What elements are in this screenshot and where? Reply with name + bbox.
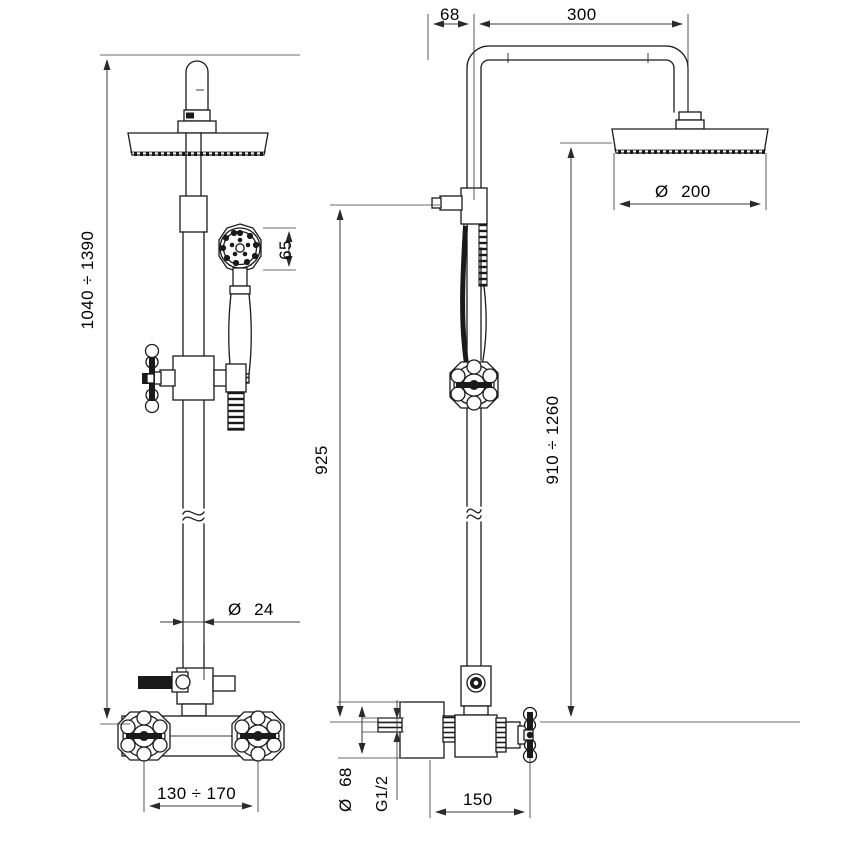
front-handle-left bbox=[142, 343, 160, 414]
dim-riser-diameter bbox=[160, 600, 300, 644]
dim-arm-projection bbox=[479, 14, 689, 112]
side-handle-right bbox=[517, 706, 538, 764]
dim-flange-diameter bbox=[338, 701, 404, 759]
dim-head-height bbox=[540, 142, 800, 723]
dim-wall-offset bbox=[427, 14, 475, 200]
dim-inlet-centres bbox=[143, 760, 259, 812]
front-shower-head bbox=[127, 132, 269, 156]
front-handset bbox=[218, 223, 262, 384]
dim-overall-height bbox=[100, 54, 300, 725]
side-mixer-body bbox=[377, 665, 538, 764]
side-handle-front bbox=[449, 359, 499, 411]
front-handle-hot bbox=[117, 710, 171, 762]
front-view bbox=[117, 60, 285, 762]
front-upper-collar bbox=[179, 195, 208, 233]
head-detail-view bbox=[611, 111, 769, 154]
dim-wall-to-head bbox=[429, 758, 531, 818]
side-shower-arm bbox=[466, 45, 689, 189]
dim-handset-face bbox=[263, 227, 296, 271]
side-upper-collar bbox=[431, 187, 488, 225]
front-diverter-body bbox=[142, 343, 247, 431]
side-riser-lower bbox=[466, 407, 482, 667]
dim-slider-height bbox=[330, 204, 440, 723]
front-riser-pipe bbox=[182, 231, 205, 669]
front-top-stub bbox=[177, 60, 217, 134]
front-handle-cold bbox=[231, 710, 285, 762]
side-view bbox=[377, 45, 689, 764]
dim-thread-size bbox=[362, 700, 404, 800]
dim-head-diameter bbox=[613, 153, 767, 210]
side-handset-hose bbox=[460, 223, 488, 367]
